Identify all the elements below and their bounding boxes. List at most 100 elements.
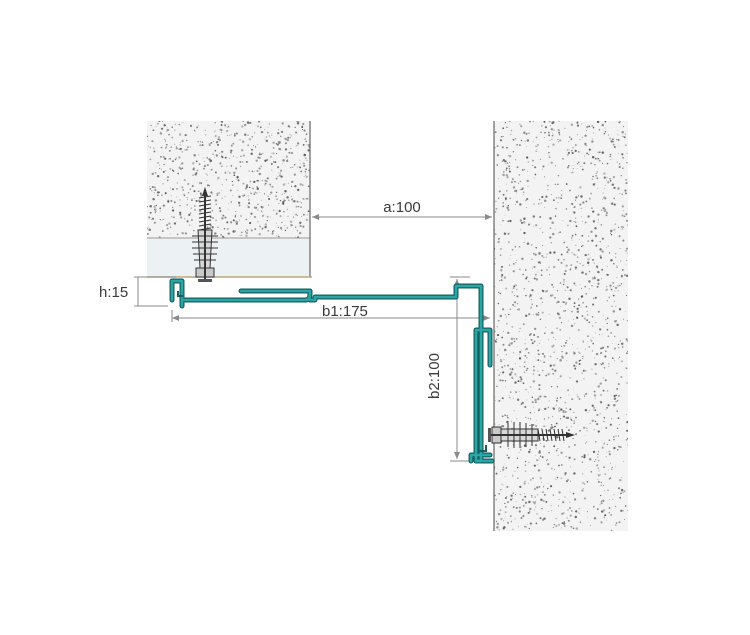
concrete-speckle — [604, 185, 606, 186]
concrete-speckle — [557, 202, 559, 204]
concrete-speckle — [596, 177, 599, 180]
concrete-speckle — [605, 350, 607, 352]
concrete-speckle — [514, 493, 517, 496]
concrete-speckle — [558, 316, 562, 319]
concrete-speckle — [249, 191, 251, 193]
concrete-speckle — [550, 505, 552, 507]
concrete-speckle — [543, 199, 547, 202]
concrete-speckle — [597, 282, 600, 285]
concrete-speckle — [199, 192, 202, 195]
concrete-speckle — [574, 367, 577, 370]
concrete-speckle — [573, 211, 576, 214]
concrete-speckle — [502, 484, 504, 486]
concrete-speckle — [229, 134, 231, 136]
concrete-speckle — [510, 421, 512, 423]
concrete-speckle — [524, 338, 526, 340]
concrete-speckle — [616, 266, 618, 268]
concrete-speckle — [555, 208, 558, 210]
concrete-speckle — [281, 193, 283, 195]
concrete-speckle — [611, 357, 614, 360]
concrete-speckle — [234, 216, 237, 218]
concrete-speckle — [615, 400, 617, 403]
concrete-speckle — [236, 175, 239, 179]
concrete-speckle — [543, 137, 545, 139]
concrete-speckle — [542, 353, 544, 355]
concrete-speckle — [626, 153, 628, 154]
concrete-speckle — [199, 140, 202, 143]
concrete-speckle — [502, 193, 505, 196]
concrete-speckle — [167, 176, 169, 178]
concrete-speckle — [278, 209, 281, 213]
concrete-speckle — [198, 181, 202, 185]
concrete-speckle — [610, 514, 612, 516]
concrete-speckle — [292, 216, 295, 218]
concrete-speckle — [556, 476, 559, 479]
concrete-speckle — [601, 268, 604, 271]
concrete-speckle — [593, 275, 595, 277]
concrete-speckle — [524, 525, 526, 528]
concrete-speckle — [194, 130, 196, 132]
concrete-speckle — [526, 242, 530, 245]
concrete-speckle — [506, 126, 508, 129]
concrete-speckle — [594, 372, 597, 375]
concrete-speckle — [553, 351, 555, 354]
concrete-speckle — [606, 345, 609, 348]
concrete-speckle — [568, 394, 570, 396]
concrete-speckle — [592, 342, 595, 345]
concrete-speckle — [549, 355, 552, 358]
concrete-speckle — [615, 524, 617, 526]
concrete-speckle — [590, 339, 593, 342]
concrete-speckle — [183, 193, 185, 195]
concrete-speckle — [303, 175, 305, 177]
concrete-speckle — [300, 170, 303, 173]
concrete-speckle — [596, 171, 598, 173]
concrete-speckle — [161, 230, 164, 232]
concrete-speckle — [172, 170, 175, 172]
concrete-speckle — [551, 467, 553, 470]
concrete-speckle — [221, 156, 224, 159]
concrete-speckle — [586, 319, 588, 321]
concrete-speckle — [532, 225, 534, 227]
concrete-speckle — [502, 466, 505, 468]
concrete-speckle — [525, 314, 528, 317]
concrete-speckle — [558, 523, 561, 526]
concrete-speckle — [558, 197, 560, 199]
concrete-speckle — [186, 204, 188, 206]
concrete-speckle — [503, 520, 505, 522]
concrete-speckle — [620, 225, 624, 229]
concrete-speckle — [570, 324, 574, 328]
concrete-speckle — [166, 143, 168, 146]
concrete-speckle — [497, 512, 501, 516]
concrete-speckle — [502, 379, 504, 382]
concrete-speckle — [496, 522, 500, 526]
concrete-speckle — [537, 464, 539, 466]
concrete-speckle — [183, 179, 186, 182]
concrete-speckle — [515, 501, 517, 503]
concrete-speckle — [271, 185, 274, 188]
concrete-speckle — [599, 400, 601, 403]
concrete-speckle — [592, 175, 594, 178]
concrete-speckle — [301, 126, 304, 128]
concrete-speckle — [495, 207, 498, 210]
concrete-speckle — [562, 415, 566, 418]
concrete-speckle — [155, 208, 157, 210]
concrete-speckle — [573, 318, 575, 320]
concrete-speckle — [279, 169, 283, 172]
dim-b2-label: b2:100 — [426, 353, 443, 399]
concrete-speckle — [502, 135, 504, 138]
concrete-speckle — [250, 192, 253, 195]
concrete-speckle — [241, 125, 244, 128]
concrete-speckle — [569, 501, 571, 503]
concrete-speckle — [220, 128, 223, 132]
concrete-speckle — [501, 483, 503, 485]
concrete-speckle — [577, 163, 579, 165]
concrete-speckle — [151, 218, 153, 220]
concrete-speckle — [592, 303, 595, 306]
concrete-speckle — [291, 181, 293, 183]
screw-thread — [541, 428, 545, 442]
concrete-speckle — [230, 201, 233, 203]
concrete-speckle — [558, 407, 561, 409]
concrete-speckle — [518, 506, 521, 509]
concrete-speckle — [226, 221, 229, 224]
concrete-speckle — [523, 217, 526, 221]
